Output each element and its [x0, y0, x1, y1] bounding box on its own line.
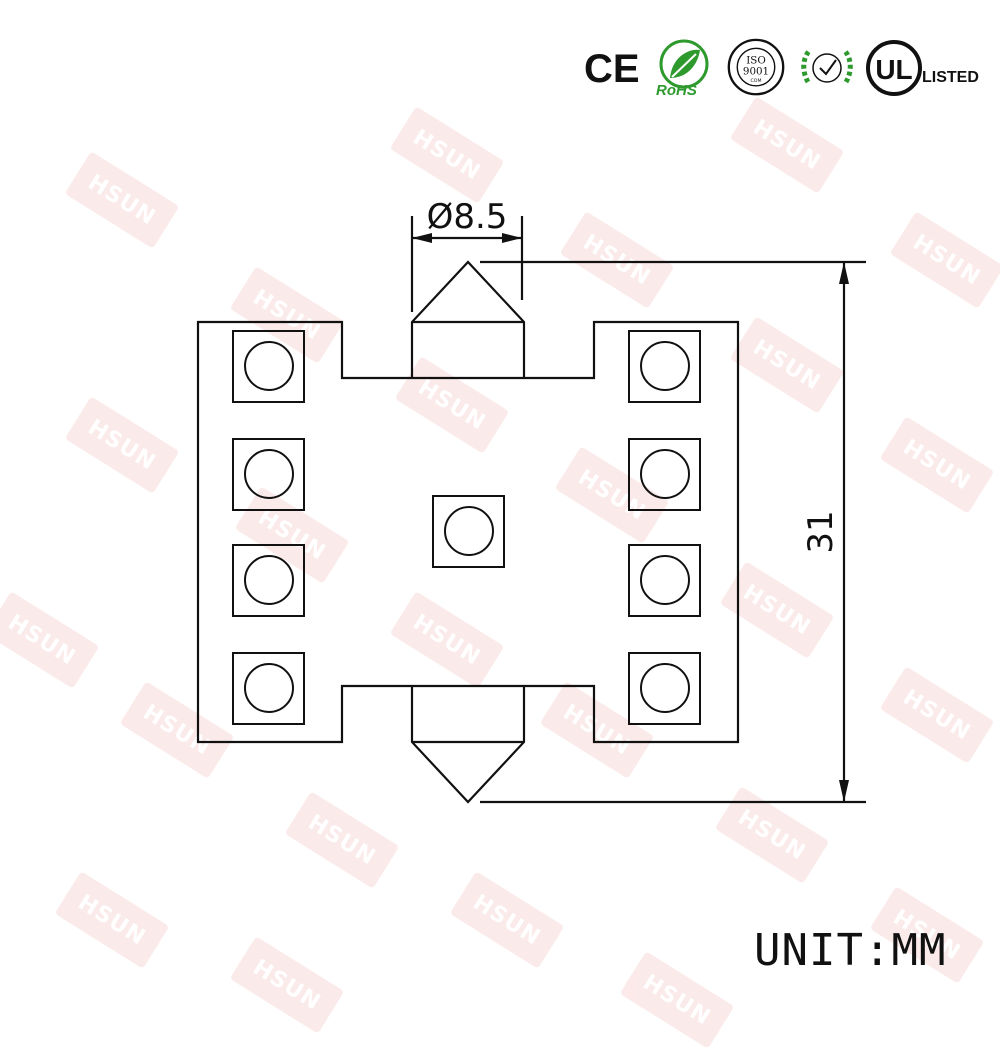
ul-label: UL: [875, 54, 912, 85]
length-arrow-bottom: [839, 780, 849, 802]
iso-number: 9001: [743, 66, 769, 78]
rohs-label: RoHS: [656, 82, 697, 98]
diameter-arrow-right: [502, 233, 522, 243]
length-arrow-top: [839, 262, 849, 284]
led-right-4: [628, 652, 701, 725]
bottom-end-cap: [410, 686, 526, 804]
ul-listed-label: LISTED: [922, 69, 979, 86]
diameter-label: Ø8.5: [427, 197, 508, 237]
led-festoon-board-drawing: Ø8.5 31: [196, 197, 866, 804]
diameter-arrow-left: [412, 233, 432, 243]
ul-listed-icon: UL LISTED: [866, 40, 979, 96]
iso-9001-seal-icon: ISO 9001 COM: [727, 38, 785, 96]
laurel-check-icon: [801, 48, 853, 84]
length-label: 31: [801, 510, 841, 553]
led-right-3: [628, 544, 701, 617]
top-end-cap: [410, 260, 526, 378]
led-right-1: [628, 330, 701, 403]
led-right-2: [628, 438, 701, 511]
iso-text: ISO: [746, 54, 766, 66]
pcb-outline: [196, 320, 740, 744]
unit-label: UNIT:MM: [754, 925, 947, 976]
rohs-leaf-icon: RoHS: [656, 39, 709, 98]
led-center: [432, 495, 505, 568]
led-left-3: [232, 544, 305, 617]
led-left-1: [232, 330, 305, 403]
led-left-2: [232, 438, 305, 511]
ce-mark-icon: CE: [584, 47, 640, 91]
iso-com: COM: [751, 78, 762, 84]
ce-label: CE: [584, 47, 640, 91]
led-left-4: [232, 652, 305, 725]
